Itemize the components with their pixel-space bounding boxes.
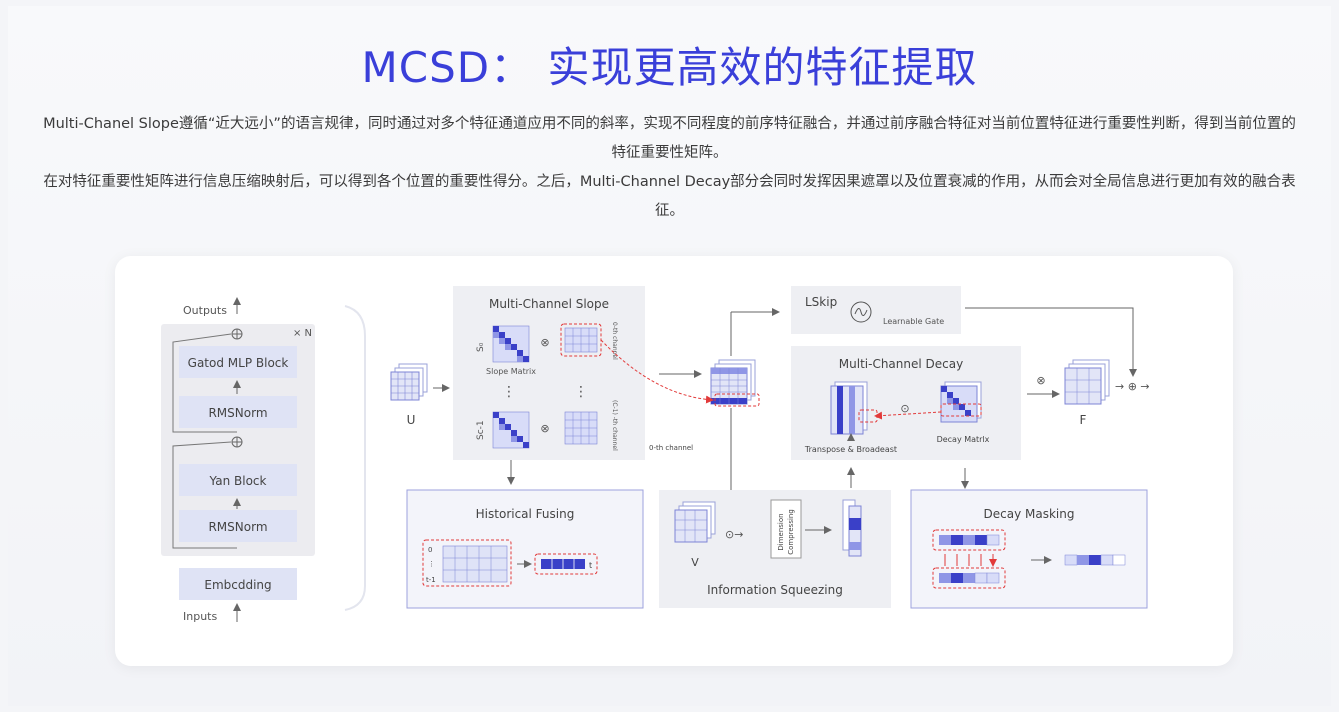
gated-mlp-label: Gatod MLP Block [188, 356, 289, 370]
architecture-diagram: Outputs × N Gatod MLP Block RMSNorm Yan … [161, 286, 1150, 623]
rmsnorm-block-1 [179, 396, 297, 428]
page-title: MCSD： 实现更高效的特征提取 [361, 43, 978, 92]
hist-title: Historical Fusing [476, 507, 575, 521]
f-label: F [1080, 413, 1087, 427]
slope-matrix-bottom [492, 411, 530, 449]
embedding-label: Embcdding [204, 578, 271, 592]
svg-text:→ ⊕ →: → ⊕ → [1115, 380, 1150, 393]
multi-channel-decay-panel: Multi-Channel Decay Transpose & Broadeas… [791, 346, 1021, 489]
yan-block [179, 464, 297, 496]
svg-text:⊗: ⊗ [1036, 374, 1045, 387]
information-squeezing-panel: V ⊙→ Dimension Compressing Information S… [659, 490, 891, 608]
sc1-label: Sc-1 [476, 420, 486, 440]
historical-fusing-panel: Historical Fusing 0 ⋮ t-1 t [406, 489, 644, 609]
inputs-label: Inputs [183, 610, 217, 623]
u-input: U [390, 363, 450, 427]
gated-mlp-block [179, 346, 297, 378]
dm-panel-bg [910, 489, 1148, 609]
description-paragraph-2: 在对特征重要性矩阵进行信息压缩映射后，可以得到各个位置的重要性得分。之后，Mul… [43, 174, 1296, 219]
lskip-panel: LSkip Learnable Gate [791, 286, 1137, 377]
times-n-label: × N [293, 328, 312, 339]
rmsnorm-block-2 [179, 510, 297, 542]
feature-stack [600, 308, 780, 521]
svg-text:⊗: ⊗ [540, 336, 549, 349]
dim-comp-label-2: Compressing [787, 509, 795, 555]
hist-t1-label: t-1 [426, 576, 436, 584]
gate-icon [850, 301, 872, 323]
ch0-vertical-label: 0-th channel [611, 322, 618, 360]
decay-matrix-label: Decay Matrlx [937, 435, 990, 444]
svg-text:⋮: ⋮ [574, 384, 588, 400]
rmsnorm-label-2: RMSNorm [208, 520, 267, 534]
learnable-gate-label: Learnable Gate [883, 317, 944, 326]
dimension-compressing-box [770, 499, 802, 559]
v-label: V [691, 556, 699, 569]
dm-title: Decay Masking [984, 507, 1075, 521]
lskip-bg [791, 286, 961, 334]
slope-matrix-label: Slope Matrix [486, 367, 536, 376]
embedding-block [179, 568, 297, 600]
model-stack: Outputs × N Gatod MLP Block RMSNorm Yan … [161, 297, 366, 623]
slope-matrix-top [492, 325, 530, 363]
decay-masking-panel: Decay Masking [910, 489, 1148, 609]
multi-channel-slope-panel: Multi-Channel Slope S₀ Slope Matrix ⊗ 0-… [453, 286, 645, 485]
transpose-label: Transpose & Broadeast [804, 445, 897, 454]
hist-0-label: 0 [428, 546, 432, 554]
mcd-panel-bg [791, 346, 1021, 460]
mcs-panel-bg [453, 286, 645, 460]
svg-text:⋮: ⋮ [502, 384, 516, 400]
ch0-label: 0-th channel [649, 444, 693, 452]
lskip-label: LSkip [805, 295, 837, 309]
diagram-card: Outputs × N Gatod MLP Block RMSNorm Yan … [115, 256, 1233, 666]
info-title: Information Squeezing [707, 583, 843, 597]
outputs-label: Outputs [183, 304, 227, 317]
mcd-title: Multi-Channel Decay [839, 357, 963, 371]
s0-label: S₀ [476, 342, 486, 352]
hist-t-label: t [589, 561, 592, 570]
description-paragraph-1: Multi-Chanel Slope遵循“近大远小”的语言规律，同时通过对多个特… [43, 116, 1296, 161]
u-label: U [407, 413, 416, 427]
stack-container [161, 324, 315, 556]
yan-block-label: Yan Block [209, 474, 267, 488]
mcs-title: Multi-Channel Slope [489, 297, 609, 311]
f-output: ⊗ F → ⊕ → [1027, 359, 1150, 427]
rmsnorm-label-1: RMSNorm [208, 406, 267, 420]
svg-text:⊗: ⊗ [540, 422, 549, 435]
svg-text:⊙: ⊙ [900, 402, 909, 415]
dim-comp-label-1: Dimension [777, 513, 785, 550]
chc-vertical-label: (C-1) -th channel [611, 400, 618, 451]
hist-dots-label: ⋮ [428, 560, 435, 568]
svg-text:⊙→: ⊙→ [725, 528, 743, 541]
